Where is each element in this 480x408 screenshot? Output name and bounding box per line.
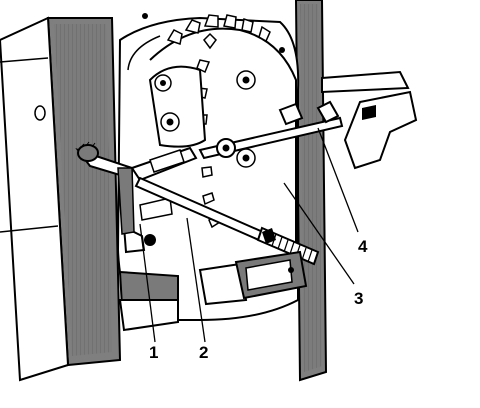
axle-shaft: [321, 70, 418, 170]
clamp-screw: [144, 234, 156, 246]
bolt-center: [160, 80, 166, 86]
leader-line-3: [283, 182, 355, 285]
callout-3: 3: [354, 289, 363, 308]
cover-bolt: [279, 47, 285, 53]
threaded-rod: [134, 176, 320, 266]
housing-hole: [34, 105, 46, 121]
rod-block: [278, 102, 304, 126]
callout-4: 4: [358, 237, 368, 256]
callout-labels: 1 2 3 4: [149, 237, 368, 362]
leader-line-1: [139, 223, 156, 343]
left-housing-wall: [0, 16, 122, 382]
rod-tip: [316, 100, 340, 124]
bearing-cap: [127, 13, 285, 261]
bolt-center: [242, 154, 250, 162]
adapter-sleeve: [118, 250, 308, 332]
knurled-knob: [77, 144, 99, 162]
indicator-rod: [198, 100, 344, 160]
cover-bolt: [142, 13, 148, 19]
clamp-bracket: [75, 141, 198, 254]
callout-2: 2: [199, 343, 208, 362]
right-housing-wall: [294, 0, 328, 382]
leader-lines: [139, 127, 359, 343]
callout-1: 1: [149, 343, 158, 362]
bolt-center: [166, 118, 174, 126]
leader-line-4: [317, 127, 359, 233]
leader-line-2: [186, 217, 206, 343]
bolt-center: [242, 76, 250, 84]
